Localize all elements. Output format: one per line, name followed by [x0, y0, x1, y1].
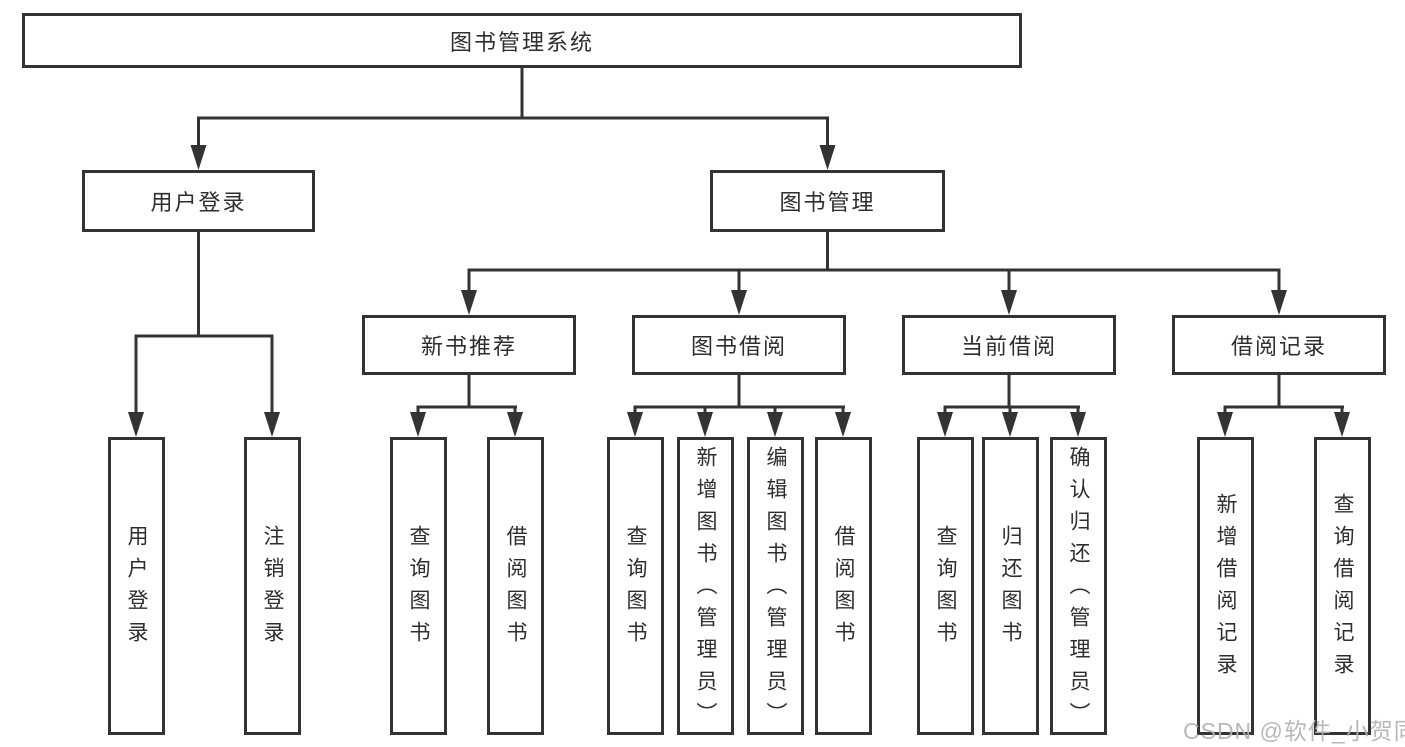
csdn-watermark: CSDN @软件_小贺同学 — [1183, 718, 1405, 744]
leaf-borrow-books-borrowing: 借阅图书 — [815, 437, 872, 735]
leaf-confirm-return-admin: 确认归还（管理员） — [1050, 437, 1107, 735]
leaf-query-borrow-record: 查询借阅记录 — [1314, 437, 1371, 735]
node-new-book-recommend: 新书推荐 — [362, 315, 576, 375]
node-current-borrowing: 当前借阅 — [902, 315, 1116, 375]
leaf-borrow-books-recommend: 借阅图书 — [487, 437, 544, 735]
leaf-add-book-admin: 新增图书（管理员） — [677, 437, 734, 735]
leaf-edit-book-admin: 编辑图书（管理员） — [747, 437, 804, 735]
leaf-query-books-current: 查询图书 — [917, 437, 974, 735]
leaf-add-borrow-record: 新增借阅记录 — [1197, 437, 1254, 735]
node-user-login: 用户登录 — [82, 170, 315, 232]
node-root: 图书管理系统 — [22, 13, 1022, 68]
node-book-borrowing: 图书借阅 — [632, 315, 846, 375]
leaf-query-books-recommend: 查询图书 — [390, 437, 447, 735]
leaf-query-books-borrowing: 查询图书 — [607, 437, 664, 735]
node-book-management: 图书管理 — [710, 170, 945, 232]
leaf-return-books: 归还图书 — [982, 437, 1039, 735]
node-borrowing-records: 借阅记录 — [1172, 315, 1386, 375]
leaf-logout: 注销登录 — [244, 437, 301, 735]
leaf-user-login: 用户登录 — [108, 437, 165, 735]
